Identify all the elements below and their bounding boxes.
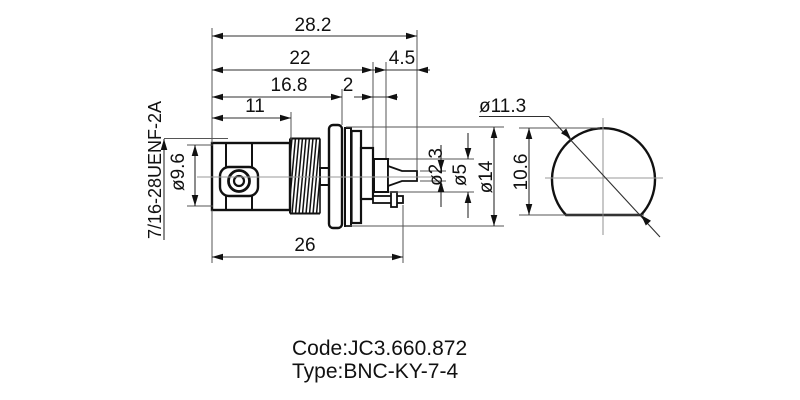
part-type-text: Type:BNC-KY-7-4 <box>292 360 458 383</box>
side-view <box>210 123 418 230</box>
threaded-section <box>289 137 321 215</box>
dim-body-length-label: 22 <box>289 48 310 69</box>
dim-cutout-diameter-label: ø11.3 <box>479 96 526 117</box>
dim-flange-diameter-label: ø14 <box>476 160 497 193</box>
dim-barrel-diameter-label: ø9.6 <box>168 153 189 191</box>
arrowheads <box>160 32 651 261</box>
dim-insulator-step-label: 2 <box>343 75 354 96</box>
rear-body <box>359 146 375 201</box>
insulator <box>373 158 389 193</box>
dimension-labels: 28.2 22 4.5 16.8 2 11 26 7/16-28UENF-2A … <box>145 15 532 256</box>
footer: Code:JC3.660.872 Type:BNC-KY-7-4 <box>292 337 467 383</box>
solder-lug-tab <box>390 191 398 208</box>
dim-front-length-label: 11 <box>245 96 265 117</box>
bayonet-slot <box>225 143 253 210</box>
dim-insulator-diameter-label: ø5 <box>450 164 471 186</box>
dim-rear-length-label: 26 <box>294 235 315 256</box>
dim-overall-length-label: 28.2 <box>295 15 332 36</box>
dim-length-16-8-label: 16.8 <box>271 75 308 96</box>
dim-flat-width-label: 10.6 <box>511 154 532 191</box>
part-code-text: Code:JC3.660.872 <box>292 337 467 360</box>
center-pin <box>387 164 418 188</box>
solder-lug-bar <box>372 195 404 204</box>
dim-pin-length-label: 4.5 <box>389 48 415 69</box>
bayonet-stud-inner <box>232 174 246 188</box>
thread-spec-label: 7/16-28UENF-2A <box>145 101 165 239</box>
extension-lines <box>164 28 644 263</box>
dim-pin-diameter-label: ø2.3 <box>426 148 447 186</box>
